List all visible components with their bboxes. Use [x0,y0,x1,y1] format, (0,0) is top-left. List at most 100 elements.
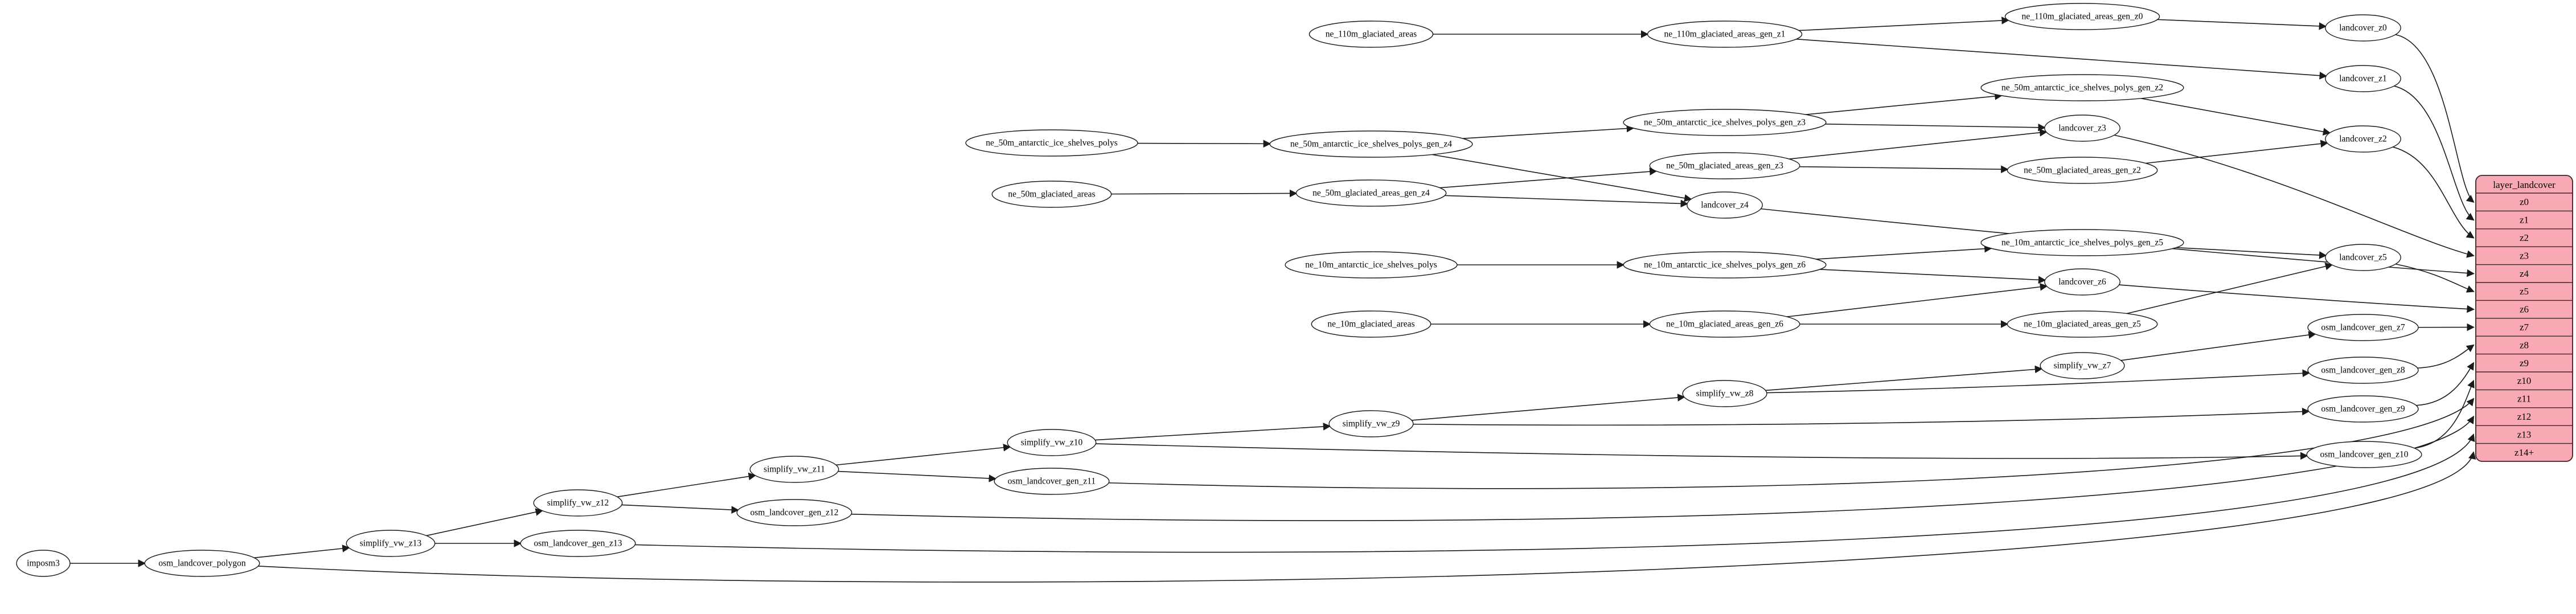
edge-ne_50m_antarctic_ice_shelves_polys_gen_z3-to-ne_50m_antarctic_ice_shelves_polys_gen_z2 [1806,96,2001,114]
table-row-z14+: z14+ [2515,447,2534,458]
node-label: landcover_z4 [1701,200,1749,210]
node-label: ne_10m_antarctic_ice_shelves_polys [1305,260,1437,270]
node-label: osm_landcover_gen_z12 [750,508,839,518]
edge-simplify_vw_z13-to-simplify_vw_z12 [426,511,542,536]
table-row-z4: z4 [2520,268,2529,279]
node-simplify_vw_z12: simplify_vw_z12 [534,490,622,516]
node-label: osm_landcover_polygon [158,559,246,568]
edge-simplify_vw_z12-to-simplify_vw_z11 [617,476,755,497]
node-landcover_z4: landcover_z4 [1687,192,1762,218]
node-label: ne_50m_glaciated_areas_gen_z3 [1666,161,1783,171]
node-simplify_vw_z11: simplify_vw_z11 [750,456,839,482]
node-osm_landcover_gen_z13: osm_landcover_gen_z13 [520,530,635,556]
node-label: ne_110m_glaciated_areas_gen_z0 [2022,12,2143,22]
edge-ne_50m_antarctic_ice_shelves_polys_gen_z2-to-landcover_z2 [2141,99,2330,133]
node-label: ne_50m_antarctic_ice_shelves_polys_gen_z… [1644,118,1806,128]
table-row-z0: z0 [2520,197,2529,207]
table-row-z2: z2 [2520,232,2529,243]
node-ne_50m_antarctic_ice_shelves_polys_gen_z4: ne_50m_antarctic_ice_shelves_polys_gen_z… [1270,131,1472,157]
node-ne_10m_glaciated_areas_gen_z6: ne_10m_glaciated_areas_gen_z6 [1650,311,1799,337]
edge-landcover_z2-to-row-z2 [2393,147,2474,238]
node-label: ne_50m_glaciated_areas_gen_z2 [2024,166,2141,175]
node-label: simplify_vw_z7 [2054,361,2111,371]
edge-landcover_z1-to-row-z1 [2394,86,2474,220]
node-label: osm_landcover_gen_z10 [2320,450,2409,460]
table-layer-landcover: layer_landcoverz0z1z2z3z4z5z6z7z8z9z10z1… [2476,175,2573,461]
node-label: landcover_z6 [2058,277,2106,287]
node-label: landcover_z2 [2339,134,2387,144]
node-label: simplify_vw_z13 [360,539,422,548]
edge-ne_50m_glaciated_areas-to-ne_50m_glaciated_areas_gen_z4 [1111,193,1297,194]
node-label: ne_10m_glaciated_areas_gen_z5 [2024,320,2141,329]
node-ne_10m_glaciated_areas: ne_10m_glaciated_areas [1311,311,1430,337]
table-row-z11: z11 [2517,394,2531,404]
node-landcover_z5: landcover_z5 [2325,244,2401,271]
node-label: ne_50m_glaciated_areas [1008,190,1095,199]
table-row-z10: z10 [2517,375,2532,386]
edge-ne_10m_antarctic_ice_shelves_polys_gen_z5-to-landcover_z5 [2176,248,2326,256]
edge-simplify_vw_z7-to-osm_landcover_gen_z7 [2121,334,2315,360]
node-label: ne_110m_glaciated_areas [1326,30,1417,39]
node-label: ne_10m_antarctic_ice_shelves_polys_gen_z… [2001,238,2163,248]
node-osm_landcover_gen_z12: osm_landcover_gen_z12 [737,500,852,526]
edge-ne_50m_antarctic_ice_shelves_polys_gen_z3-to-landcover_z3 [1826,124,2045,128]
edge-ne_50m_glaciated_areas_gen_z4-to-landcover_z4 [1445,195,1687,203]
node-osm_landcover_gen_z9: osm_landcover_gen_z9 [2308,396,2418,422]
node-label: simplify_vw_z11 [764,465,825,474]
edge-simplify_vw_z10-to-osm_landcover_gen_z10 [1096,444,2307,459]
edge-simplify_vw_z9-to-simplify_vw_z8 [1412,397,1684,420]
node-ne_10m_antarctic_ice_shelves_polys: ne_10m_antarctic_ice_shelves_polys [1285,252,1457,278]
node-ne_10m_glaciated_areas_gen_z5: ne_10m_glaciated_areas_gen_z5 [2007,311,2157,337]
node-osm_landcover_polygon: osm_landcover_polygon [145,550,260,576]
edge-ne_50m_antarctic_ice_shelves_polys_gen_z4-to-landcover_z4 [1432,154,1691,199]
node-label: landcover_z3 [2058,124,2106,133]
node-ne_110m_glaciated_areas_gen_z1: ne_110m_glaciated_areas_gen_z1 [1648,21,1802,47]
node-osm_landcover_gen_z11: osm_landcover_gen_z11 [994,468,1109,494]
edge-osm_landcover_polygon-to-simplify_vw_z13 [254,548,348,558]
node-label: landcover_z1 [2339,74,2387,84]
table-row-z6: z6 [2520,304,2529,315]
edge-ne_110m_glaciated_areas_gen_z1-to-ne_110m_glaciated_areas_gen_z0 [1799,20,2008,30]
edge-landcover_z0-to-row-z0 [2395,35,2474,202]
node-landcover_z1: landcover_z1 [2325,66,2401,92]
node-ne_50m_antarctic_ice_shelves_polys_gen_z3: ne_50m_antarctic_ice_shelves_polys_gen_z… [1623,109,1826,136]
edge-ne_110m_glaciated_areas_gen_z1-to-landcover_z1 [1796,39,2326,76]
node-ne_50m_antarctic_ice_shelves_polys: ne_50m_antarctic_ice_shelves_polys [966,130,1138,156]
node-ne_110m_glaciated_areas: ne_110m_glaciated_areas [1309,21,1433,47]
node-label: osm_landcover_gen_z11 [1008,477,1096,486]
table-row-z1: z1 [2520,215,2529,226]
node-ne_50m_glaciated_areas_gen_z4: ne_50m_glaciated_areas_gen_z4 [1296,180,1446,206]
edge-simplify_vw_z8-to-simplify_vw_z7 [1766,369,2042,391]
edge-osm_landcover_gen_z11-to-row-z11 [1109,399,2474,489]
edge-osm_landcover_gen_z13-to-row-z13 [635,435,2474,552]
table-row-z3: z3 [2520,250,2529,261]
edge-simplify_vw_z12-to-osm_landcover_gen_z12 [622,505,738,510]
node-ne_50m_glaciated_areas_gen_z3: ne_50m_glaciated_areas_gen_z3 [1650,153,1799,179]
node-ne_110m_glaciated_areas_gen_z0: ne_110m_glaciated_areas_gen_z0 [2005,3,2160,30]
edge-ne_50m_glaciated_areas_gen_z4-to-ne_50m_glaciated_areas_gen_z3 [1439,171,1656,187]
edge-osm_landcover_gen_z12-to-row-z12 [851,417,2474,521]
edge-ne_50m_glaciated_areas_gen_z3-to-landcover_z3 [1789,132,2046,159]
node-ne_10m_antarctic_ice_shelves_polys_gen_z6: ne_10m_antarctic_ice_shelves_polys_gen_z… [1623,252,1826,278]
node-simplify_vw_z9: simplify_vw_z9 [1329,411,1413,437]
node-label: osm_landcover_gen_z9 [2321,404,2405,414]
edges [70,19,2474,582]
node-simplify_vw_z7: simplify_vw_z7 [2040,353,2124,379]
table-row-z9: z9 [2520,358,2529,369]
node-osm_landcover_gen_z8: osm_landcover_gen_z8 [2308,357,2418,383]
edge-ne_50m_glaciated_areas_gen_z3-to-ne_50m_glaciated_areas_gen_z2 [1799,167,2007,170]
table-row-z12: z12 [2517,411,2532,422]
node-label: simplify_vw_z12 [547,498,609,508]
node-simplify_vw_z10: simplify_vw_z10 [1007,429,1096,456]
edge-simplify_vw_z9-to-osm_landcover_gen_z9 [1413,411,2309,425]
edge-ne_10m_glaciated_areas_gen_z5-to-landcover_z5 [2127,265,2332,314]
node-ne_10m_antarctic_ice_shelves_polys_gen_z5: ne_10m_antarctic_ice_shelves_polys_gen_z… [1981,230,2184,256]
node-label: osm_landcover_gen_z8 [2321,366,2405,375]
node-label: landcover_z5 [2339,253,2387,263]
node-label: ne_50m_glaciated_areas_gen_z4 [1312,189,1430,198]
node-label: ne_50m_antarctic_ice_shelves_polys_gen_z… [2001,83,2163,93]
edge-landcover_z6-to-row-z6 [2119,285,2474,309]
node-label: ne_10m_antarctic_ice_shelves_polys_gen_z… [1644,260,1806,270]
table-title: layer_landcover [2493,179,2556,190]
